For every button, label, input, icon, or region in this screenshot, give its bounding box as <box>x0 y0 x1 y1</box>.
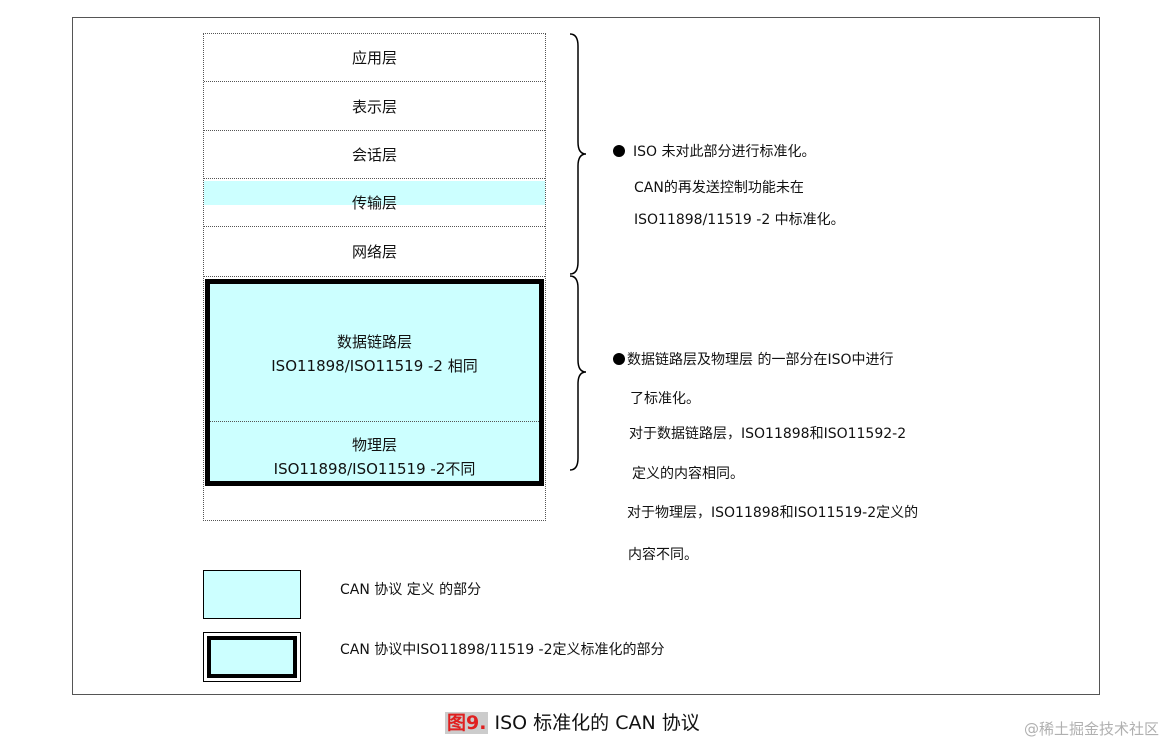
figure-frame <box>72 17 1100 695</box>
note-upper-line2: CAN的再发送控制功能未在 <box>634 180 804 196</box>
layer-data-link: 数据链路层 ISO11898/ISO11519 -2 相同 <box>210 330 539 378</box>
note-lower-line5: 对于物理层，ISO11898和ISO11519-2定义的 <box>627 505 919 521</box>
layer-network-label: 网络层 <box>351 243 397 261</box>
layer-physical-note: ISO11898/ISO11519 -2不同 <box>273 460 476 478</box>
lower-brace <box>569 275 587 471</box>
note-upper-line1-text: ISO 未对此部分进行标准化。 <box>633 144 816 160</box>
figure-number: 图9. <box>445 712 489 734</box>
bullet-icon <box>613 353 625 365</box>
watermark: @稀土掘金技术社区 <box>1023 720 1159 738</box>
legend-swatch-iso-standardized <box>207 636 297 678</box>
curly-braces <box>569 33 587 471</box>
note-lower-line3: 对于数据链路层，ISO11898和ISO11592-2 <box>629 426 907 442</box>
note-lower-line2: 了标准化。 <box>630 391 700 407</box>
figure-caption: 图9. ISO 标准化的 CAN 协议 <box>445 710 700 736</box>
layer-data-link-title: 数据链路层 <box>336 333 412 351</box>
layer-session: 会话层 <box>204 131 545 179</box>
layer-physical-title: 物理层 <box>351 436 397 454</box>
note-upper-line3: ISO11898/11519 -2 中标准化。 <box>634 212 845 228</box>
layer-presentation-label: 表示层 <box>351 97 397 116</box>
note-upper-line1: ISO 未对此部分进行标准化。 <box>613 143 816 161</box>
note-lower-line6: 内容不同。 <box>628 547 698 563</box>
note-lower-line1-text: 数据链路层及物理层 的一部分在ISO中进行 <box>627 352 894 368</box>
note-lower-line1: 数据链路层及物理层 的一部分在ISO中进行 <box>613 351 893 369</box>
layer-application: 应用层 <box>204 34 545 82</box>
figure-title: ISO 标准化的 CAN 协议 <box>494 712 700 734</box>
layer-physical: 物理层 ISO11898/ISO11519 -2不同 <box>210 433 539 481</box>
legend-swatch-can-defined <box>203 570 301 619</box>
legend-swatch-iso-standardized-outer <box>203 632 301 682</box>
layer-application-label: 应用层 <box>351 49 397 67</box>
bullet-icon <box>613 145 625 157</box>
layer-presentation: 表示层 <box>204 82 545 131</box>
legend-label-iso-standardized: CAN 协议中ISO11898/11519 -2定义标准化的部分 <box>340 642 665 658</box>
layer-data-link-note: ISO11898/ISO11519 -2 相同 <box>271 357 478 375</box>
layer-transport-label: 传输层 <box>351 194 397 212</box>
layer-network: 网络层 <box>204 227 545 277</box>
standardized-lower-layers-box: 数据链路层 ISO11898/ISO11519 -2 相同 物理层 ISO118… <box>205 279 544 486</box>
transport-highlight <box>204 181 545 205</box>
data-link-physical-divider <box>210 421 539 422</box>
layer-transport: 传输层 <box>204 179 545 227</box>
layer-session-label: 会话层 <box>351 146 397 164</box>
upper-brace <box>569 33 587 275</box>
note-lower-line4: 定义的内容相同。 <box>632 466 744 482</box>
osi-layer-stack: 应用层 表示层 会话层 传输层 网络层 <box>203 33 546 521</box>
legend-label-can-defined: CAN 协议 定义 的部分 <box>340 582 482 598</box>
